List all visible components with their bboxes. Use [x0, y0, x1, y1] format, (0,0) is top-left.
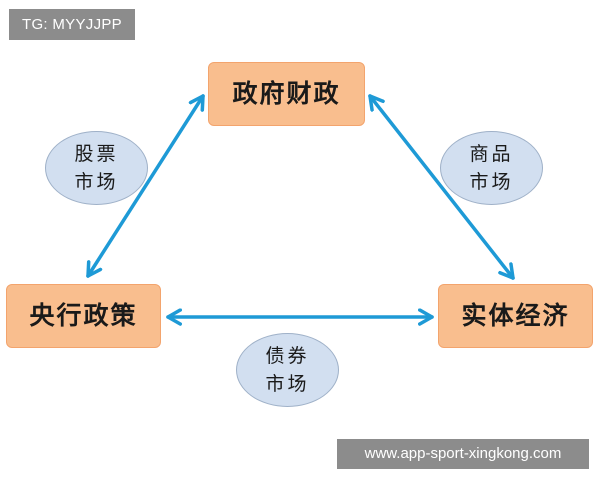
top-watermark-tag: TG: MYYJJPP — [9, 9, 135, 40]
node-central-bank-policy: 央行政策 — [6, 284, 161, 348]
market-stock: 股票 市场 — [45, 131, 148, 205]
bottom-watermark-tag: www.app-sport-xingkong.com — [337, 439, 589, 469]
market-stock-line1: 股票 — [74, 143, 119, 165]
market-goods-line2: 市场 — [469, 171, 514, 193]
market-bond-line2: 市场 — [265, 373, 310, 395]
market-stock-line2: 市场 — [74, 171, 119, 193]
market-bond: 债券 市场 — [236, 333, 339, 407]
market-goods-line1: 商品 — [469, 143, 514, 165]
node-real-economy: 实体经济 — [438, 284, 593, 348]
market-bond-line1: 债券 — [265, 345, 310, 367]
node-government-finance: 政府财政 — [208, 62, 365, 126]
arrow-gov-real — [368, 94, 515, 280]
market-goods: 商品 市场 — [440, 131, 543, 205]
arrow-gov-cb — [86, 94, 205, 278]
